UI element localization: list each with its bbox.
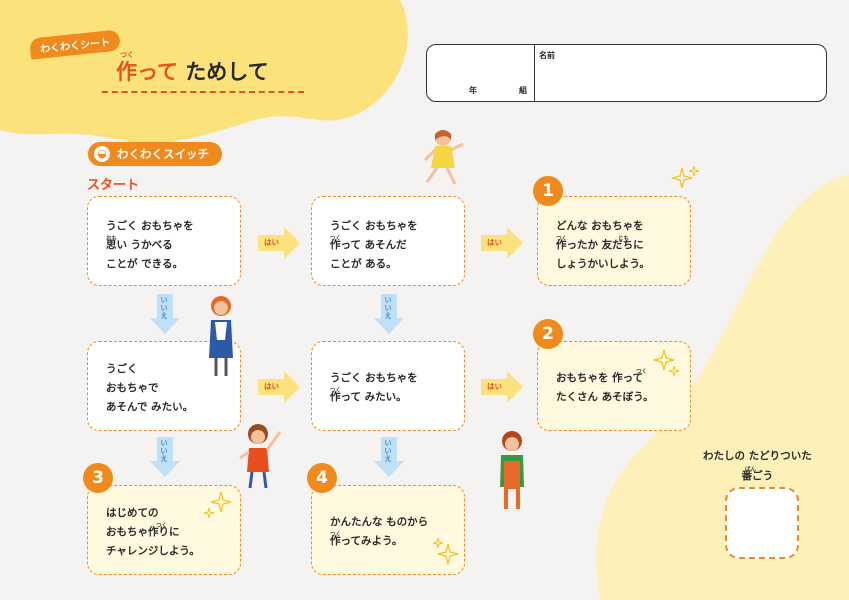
title-rest: ためして [185,60,269,84]
card-result-1: どんな おもちゃを つく とも作ったか 友だちに しょうかいしよう。 [537,196,691,286]
no-arrow: いいえ [150,294,180,334]
standing-girl-illustration [209,296,233,376]
page-title: つく作って ためして [116,51,269,86]
title-ruby: つく [120,51,134,59]
card-8-line: 作ってみよう。 [330,535,403,547]
yes-label: はい [487,238,502,247]
card-2-line: 作って あそんだ [330,239,407,251]
result-number-1: 1 [533,176,563,206]
title-accent: つく作って [116,51,178,84]
card-4-line: あそんで みたい。 [106,401,194,413]
title-underline [102,91,304,93]
goal-line-1: わたしの たどりついた [703,450,812,462]
ruby-tsuku: つく [330,236,342,242]
ruby-tsuku: つく [330,388,342,394]
card-3-line: しょうかいしよう。 [556,258,650,270]
card-2-line: うごく おもちゃを [330,220,418,232]
card-5: うごく おもちゃを つく作って みたい。 [311,341,465,431]
no-label: いいえ [160,296,168,320]
card-2-line: ことが ある。 [330,258,397,270]
ruby-tsuku: つく [636,369,648,375]
goal-line-2: 番ごう [741,470,774,482]
ruby-ban: ばん [745,467,757,473]
card-7-line: はじめての [106,507,159,519]
ruby-tsuku: つく [330,532,342,538]
card-1: うごく おもちゃを おも思い うかべる ことが できる。 [87,196,241,286]
class-label: 組 [519,86,527,95]
card-3-line: 作ったか 友だちに [556,239,644,251]
ruby-tomo: とも [618,236,630,242]
yes-arrow: はい [258,371,300,403]
yes-arrow: はい [481,227,523,259]
card-4-line: うごく [106,363,138,375]
card-4-line: おもちゃで [106,382,159,394]
goal-label: わたしの たどりついた ばん番ごう [703,448,812,484]
card-7-line: おもちゃ作りに [106,526,180,538]
no-arrow: いいえ [374,294,404,334]
name-box[interactable]: 年 組 名前 [426,44,827,102]
yes-label: はい [264,238,279,247]
card-1-line: ことが できる。 [106,258,183,270]
card-result-3: はじめての つくおもちゃ作りに チャレンジしよう。 [87,485,241,575]
card-3-line: どんな おもちゃを [556,220,644,232]
no-arrow: いいえ [150,437,180,477]
year-label: 年 [469,86,477,95]
yes-label: はい [487,382,502,391]
result-number-3: 3 [83,463,113,493]
ruby-tsuku: つく [156,523,168,529]
name-label: 名前 [539,51,555,60]
card-6-line: おもちゃを 作って [556,372,644,384]
goal-number-box[interactable] [725,487,799,559]
yes-label: はい [264,382,279,391]
card-5-line: 作って みたい。 [330,391,407,403]
ruby-tsuku: つく [556,236,568,242]
switch-badge: ◒ わくわくスイッチ [88,142,222,166]
ruby-omoi: おも [106,236,118,242]
sparkle-icon [653,349,680,377]
card-5-line: うごく おもちゃを [330,372,418,384]
card-7-line: チャレンジしよう。 [106,545,200,557]
name-box-divider [534,45,535,101]
switch-badge-label: わくわくスイッチ [117,147,209,161]
card-8-line: かんたんな ものから [330,516,429,528]
sparkle-icon [671,165,700,189]
no-label: いいえ [384,439,392,463]
yes-arrow: はい [258,227,300,259]
running-girl-illustration [423,130,464,185]
start-label: スタート [87,178,140,193]
card-1-line: 思い うかべる [106,239,173,251]
sparkle-icon [432,537,459,565]
card-1-line: うごく おもちゃを [106,220,194,232]
result-number-4: 4 [307,463,337,493]
no-arrow: いいえ [374,437,404,477]
no-label: いいえ [160,439,168,463]
boy-apron-illustration [500,431,524,509]
boy-waving-illustration [239,424,282,489]
card-2: うごく おもちゃを つく作って あそんだ ことが ある。 [311,196,465,286]
no-label: いいえ [384,296,392,320]
card-result-4: かんたんな ものから つく作ってみよう。 [311,485,465,575]
sparkle-icon [203,491,232,519]
switch-icon: ◒ [94,146,110,162]
yes-arrow: はい [481,371,523,403]
result-number-2: 2 [533,319,563,349]
card-6-line: たくさん あそぼう。 [556,391,654,403]
